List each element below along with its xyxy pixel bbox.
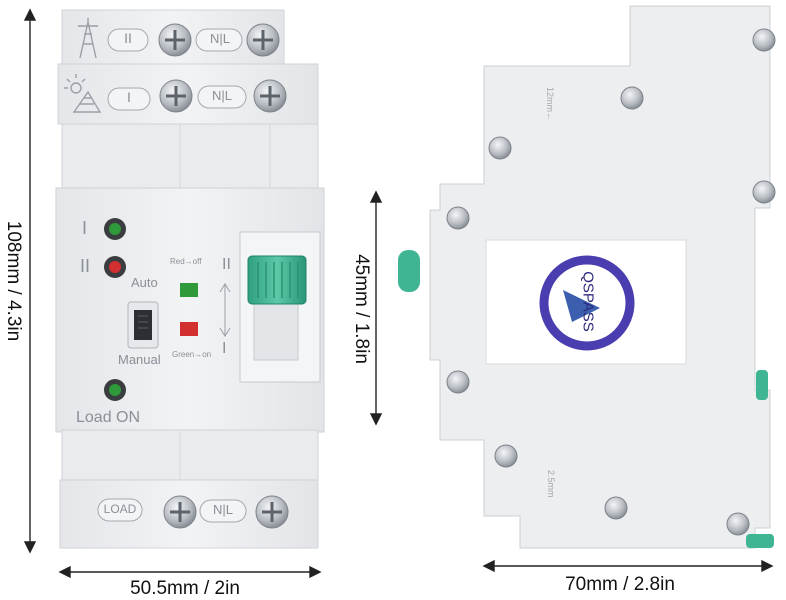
manual-label: Manual — [118, 352, 161, 367]
width-dimension: 50.5mm / 2in — [130, 578, 240, 599]
height-dimension: 108mm / 4.3in — [3, 220, 24, 342]
side-top-marking: 12mm← — [545, 87, 555, 122]
red-off-label: Red→off — [170, 257, 202, 266]
terminal-screw — [253, 79, 287, 113]
solar-icon — [64, 74, 102, 113]
side-screw — [446, 206, 470, 230]
side-screw — [752, 28, 776, 52]
side-screw — [494, 444, 518, 468]
switch-position-one: I — [222, 340, 227, 357]
terminal-screw — [158, 23, 192, 57]
status-window-green — [180, 283, 198, 297]
side-bottom-marking: 2.5mm — [546, 470, 556, 498]
side-screw — [604, 496, 628, 520]
source-two-label: II — [80, 256, 91, 276]
led-source-one — [104, 218, 126, 240]
brand-logo-text: QSPASS — [579, 271, 597, 332]
input-one-terminal: N|L — [212, 88, 232, 103]
terminal-screw — [159, 79, 193, 113]
side-screw — [726, 512, 750, 536]
front-view — [23, 5, 776, 579]
side-screw — [446, 370, 470, 394]
depth-dimension: 70mm / 2.8in — [565, 574, 675, 595]
led-source-two — [104, 256, 126, 278]
brand-logo — [539, 255, 635, 351]
led-load-on — [104, 379, 126, 401]
input-two-roman: II — [124, 30, 132, 46]
depth-height-dimension: 45mm / 1.8in — [351, 254, 372, 364]
side-screw — [752, 180, 776, 204]
dimension-lines — [23, 8, 774, 579]
terminal-screw — [255, 495, 289, 529]
output-terminal: N|L — [213, 502, 233, 517]
power-tower-icon — [78, 18, 98, 59]
input-two-terminal: N|L — [210, 31, 230, 46]
manual-switch — [127, 301, 159, 349]
status-window-red — [180, 322, 198, 336]
input-one-roman: I — [127, 89, 131, 105]
switch-position-two: II — [222, 256, 231, 273]
transfer-handle — [239, 231, 321, 383]
side-screw — [488, 136, 512, 160]
auto-label: Auto — [131, 275, 158, 290]
terminal-screw — [246, 23, 280, 57]
side-screw — [620, 86, 644, 110]
source-one-label: I — [82, 218, 88, 238]
green-on-label: Green→on — [172, 350, 212, 359]
load-on-label: Load ON — [76, 409, 141, 426]
load-terminal-label: LOAD — [103, 502, 137, 516]
terminal-screw — [163, 495, 197, 529]
